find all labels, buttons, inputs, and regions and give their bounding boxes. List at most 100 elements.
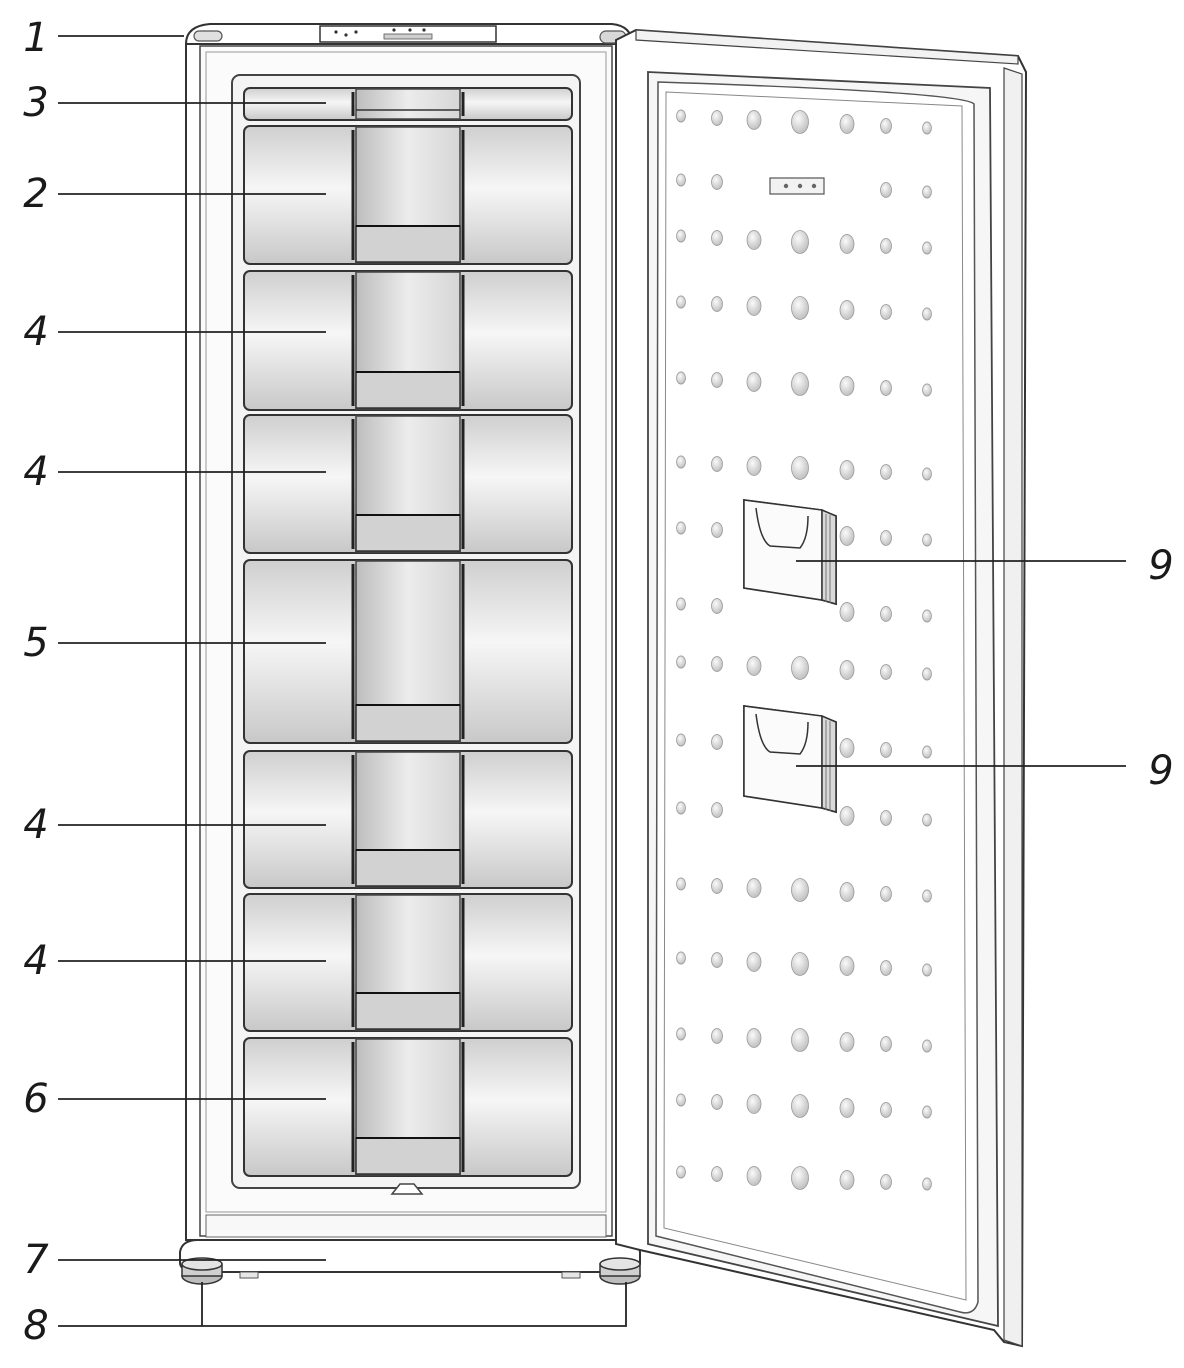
dimple: [880, 530, 892, 546]
drawer-4d: [243, 893, 573, 1032]
dimple: [746, 1166, 762, 1186]
door-pocket-upper: [743, 498, 837, 606]
dimple: [922, 745, 932, 759]
dimple: [711, 296, 723, 312]
dimple: [839, 602, 855, 622]
dimple: [791, 230, 809, 254]
dimple: [922, 667, 932, 681]
callout-9a: 9: [1148, 543, 1174, 589]
callout-4a: 4: [23, 309, 49, 355]
drawer-4b: [243, 414, 573, 554]
dimple: [711, 456, 723, 472]
dimple: [839, 460, 855, 480]
dimple: [922, 813, 932, 827]
dimple: [746, 230, 762, 250]
dimple: [839, 1098, 855, 1118]
dimple: [880, 464, 892, 480]
dimple: [839, 738, 855, 758]
dimple: [676, 455, 686, 469]
drawer-stack: [243, 87, 573, 1177]
dimple: [922, 609, 932, 623]
dimple: [711, 656, 723, 672]
dimple: [880, 1102, 892, 1118]
dimple: [839, 234, 855, 254]
dimple: [880, 810, 892, 826]
callout-8: 8: [23, 1303, 49, 1349]
dimple: [791, 878, 809, 902]
callout-7: 7: [23, 1237, 49, 1283]
dimple: [746, 952, 762, 972]
dimple: [880, 380, 892, 396]
dimple: [676, 655, 686, 669]
dimple: [922, 185, 932, 199]
dimple: [676, 597, 686, 611]
dimple: [676, 173, 686, 187]
drawer-4a: [243, 270, 573, 411]
dimple: [922, 963, 932, 977]
callout-5: 5: [23, 620, 49, 666]
dimple: [676, 371, 686, 385]
dimple: [880, 960, 892, 976]
dimple: [880, 664, 892, 680]
dimple: [839, 300, 855, 320]
dimple: [676, 109, 686, 123]
dimple: [746, 372, 762, 392]
dimple: [711, 952, 723, 968]
drawer-4c: [243, 750, 573, 889]
callout-3: 3: [23, 80, 49, 126]
adjustable-feet: [181, 1257, 641, 1285]
dimple: [839, 376, 855, 396]
dimple: [922, 467, 932, 481]
dimple: [839, 114, 855, 134]
drawer-top: [243, 87, 573, 121]
dimple: [922, 1177, 932, 1191]
dimple: [746, 878, 762, 898]
dimple: [711, 878, 723, 894]
dimple: [711, 230, 723, 246]
dimple: [839, 660, 855, 680]
dimple: [791, 372, 809, 396]
dimple: [711, 522, 723, 538]
dimple: [791, 1094, 809, 1118]
dimple: [711, 110, 723, 126]
dimple: [746, 1094, 762, 1114]
leader-lines: [58, 35, 1126, 1327]
dimple: [880, 1174, 892, 1190]
dimple: [711, 734, 723, 750]
dimple: [922, 307, 932, 321]
dimple: [676, 1027, 686, 1041]
dimple: [791, 952, 809, 976]
dimple: [711, 1028, 723, 1044]
dimple: [791, 656, 809, 680]
dimple: [676, 877, 686, 891]
callout-4d: 4: [23, 938, 49, 984]
callout-9b: 9: [1148, 748, 1174, 794]
dimple: [711, 372, 723, 388]
dimple: [791, 296, 809, 320]
dimple: [922, 121, 932, 135]
dimple: [880, 182, 892, 198]
dimple: [711, 1166, 723, 1182]
callout-4c: 4: [23, 802, 49, 848]
dimple: [676, 733, 686, 747]
dimple: [880, 1036, 892, 1052]
drawer-5: [243, 559, 573, 744]
dimple: [922, 1105, 932, 1119]
callout-1: 1: [23, 15, 49, 61]
callout-6: 6: [23, 1076, 49, 1122]
dimple: [880, 304, 892, 320]
callout-2: 2: [23, 171, 49, 217]
dimple: [711, 1094, 723, 1110]
dimple: [746, 296, 762, 316]
dimple: [791, 110, 809, 134]
dimple: [711, 598, 723, 614]
dimple: [922, 889, 932, 903]
dimple: [746, 456, 762, 476]
dimple: [676, 229, 686, 243]
dimple: [676, 295, 686, 309]
dimple: [676, 521, 686, 535]
dimple: [839, 526, 855, 546]
dimple: [676, 801, 686, 815]
base-plinth: [179, 1239, 641, 1279]
dimple: [922, 1039, 932, 1053]
